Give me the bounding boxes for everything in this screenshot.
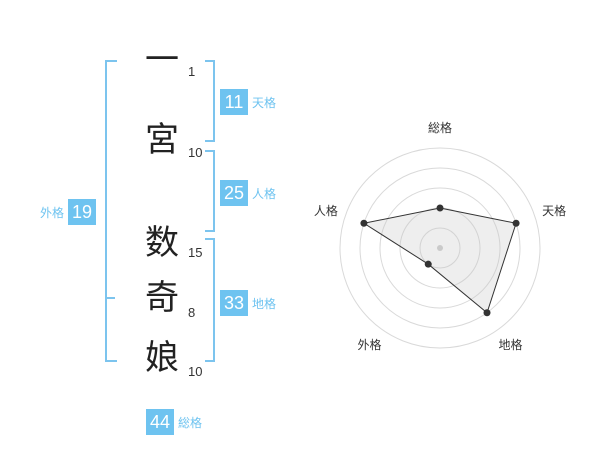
chikaku-bracket [205,238,215,362]
soukaku-value: 44 [146,409,174,435]
radar-axis-label: 外格 [357,337,381,352]
radar-axis-label: 天格 [542,203,566,218]
radar-series [360,204,520,317]
radar-point [424,260,432,268]
jinkaku-bracket [205,150,215,232]
gaikaku-bracket [105,60,117,362]
radar-ring [419,227,461,269]
radar-point [436,204,444,212]
stroke-count-4: 8 [188,305,196,320]
name-char-3: 数 [145,223,179,263]
name-char-2: 宮 [145,120,179,160]
tenkaku-label: 天格 [252,95,277,110]
jinkaku-value: 25 [220,180,248,206]
name-char-5: 娘 [145,338,179,378]
radar-point [360,219,368,227]
radar-point [512,219,520,227]
gaikaku-badge: 外格 19 [40,199,97,225]
radar-center [437,245,443,251]
soukaku-badge: 44 総格 [146,409,202,435]
gaikaku-value: 19 [68,199,97,225]
tenkaku-bracket [205,60,215,142]
jinkaku-label: 人格 [252,186,277,201]
soukaku-label: 総格 [178,415,203,430]
radar-ring [339,147,541,349]
chikaku-badge: 33 地格 [220,290,276,316]
radar-axis-label: 地格 [499,337,523,352]
gaikaku-bracket-mid [105,297,115,299]
tenkaku-badge: 11 天格 [220,89,276,115]
jinkaku-badge: 25 人格 [220,180,276,206]
radar-point [483,309,491,317]
tenkaku-value: 11 [220,89,248,115]
name-char-1: 一 [145,40,179,80]
chikaku-value: 33 [220,290,248,316]
stroke-count-2: 10 [188,145,203,160]
name-char-4: 奇 [145,278,179,318]
stroke-count-5: 10 [188,364,203,379]
stroke-count-3: 15 [188,245,203,260]
chikaku-label: 地格 [252,296,277,311]
radar-axis-label: 人格 [314,203,338,218]
gaikaku-label: 外格 [40,205,65,220]
radar-series-polygon [362,207,517,314]
radar-ring [359,167,521,329]
stroke-count-1: 1 [188,64,196,79]
radar-axis-label: 総格 [428,120,452,135]
radar-ring [379,187,501,309]
